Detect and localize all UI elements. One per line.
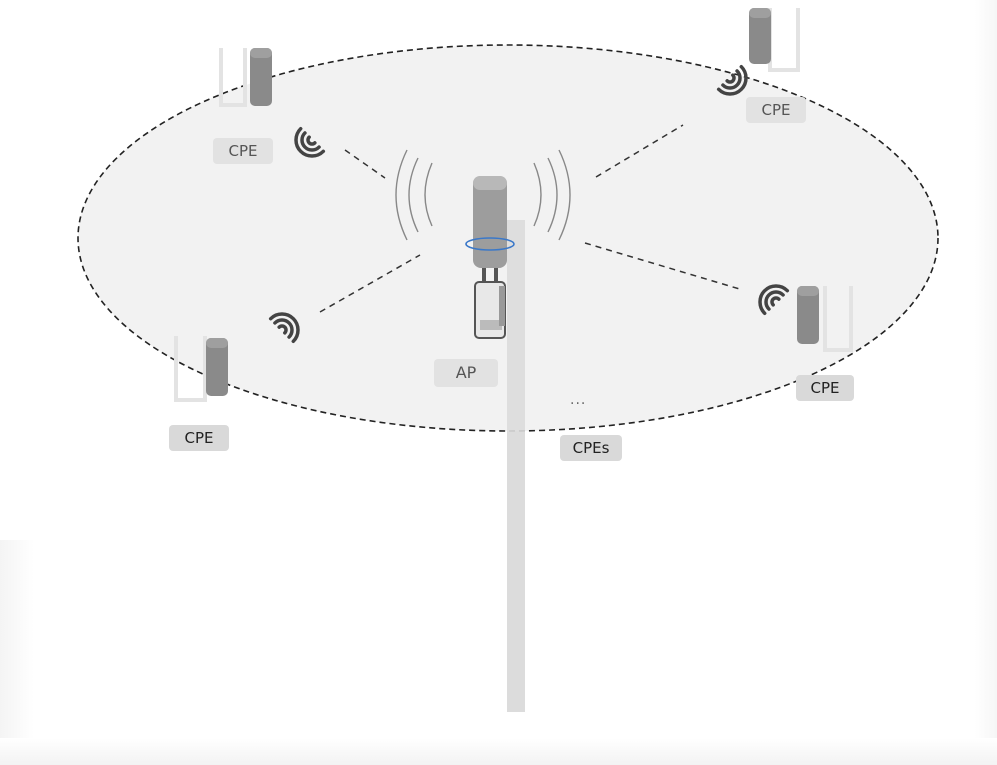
cpes-label: CPEs — [560, 435, 622, 461]
cpe-label-top-left: CPE — [213, 138, 273, 164]
wifi-signal-icon — [716, 64, 748, 96]
wireless-links — [319, 124, 744, 313]
more-cpes-ellipsis: ... — [570, 392, 587, 408]
wifi-signal-icon — [294, 126, 326, 158]
link-right — [584, 242, 744, 291]
access-point-icon — [465, 176, 515, 339]
wifi-signal-icon — [268, 312, 300, 344]
cpe-device-icon — [219, 48, 272, 107]
background-edge-right — [975, 0, 997, 765]
ap-radio-waves — [395, 149, 571, 241]
mounting-pole-foreground — [507, 220, 525, 712]
cpe-device-icon — [749, 8, 800, 72]
cpe-device-icon — [174, 336, 228, 402]
cpe-label-bottom-left: CPE — [169, 425, 229, 451]
ap-label: AP — [434, 359, 498, 387]
background-edge-left — [0, 540, 34, 765]
link-top-right — [595, 124, 684, 178]
wifi-signal-icon — [758, 284, 790, 316]
link-bottom-left — [319, 254, 421, 313]
cpe-label-right: CPE — [796, 375, 854, 401]
cpe-device-icon — [797, 286, 853, 352]
background-edge-bottom — [0, 738, 997, 765]
link-top-left — [344, 149, 386, 179]
cpe-label-top-right: CPE — [746, 97, 806, 123]
